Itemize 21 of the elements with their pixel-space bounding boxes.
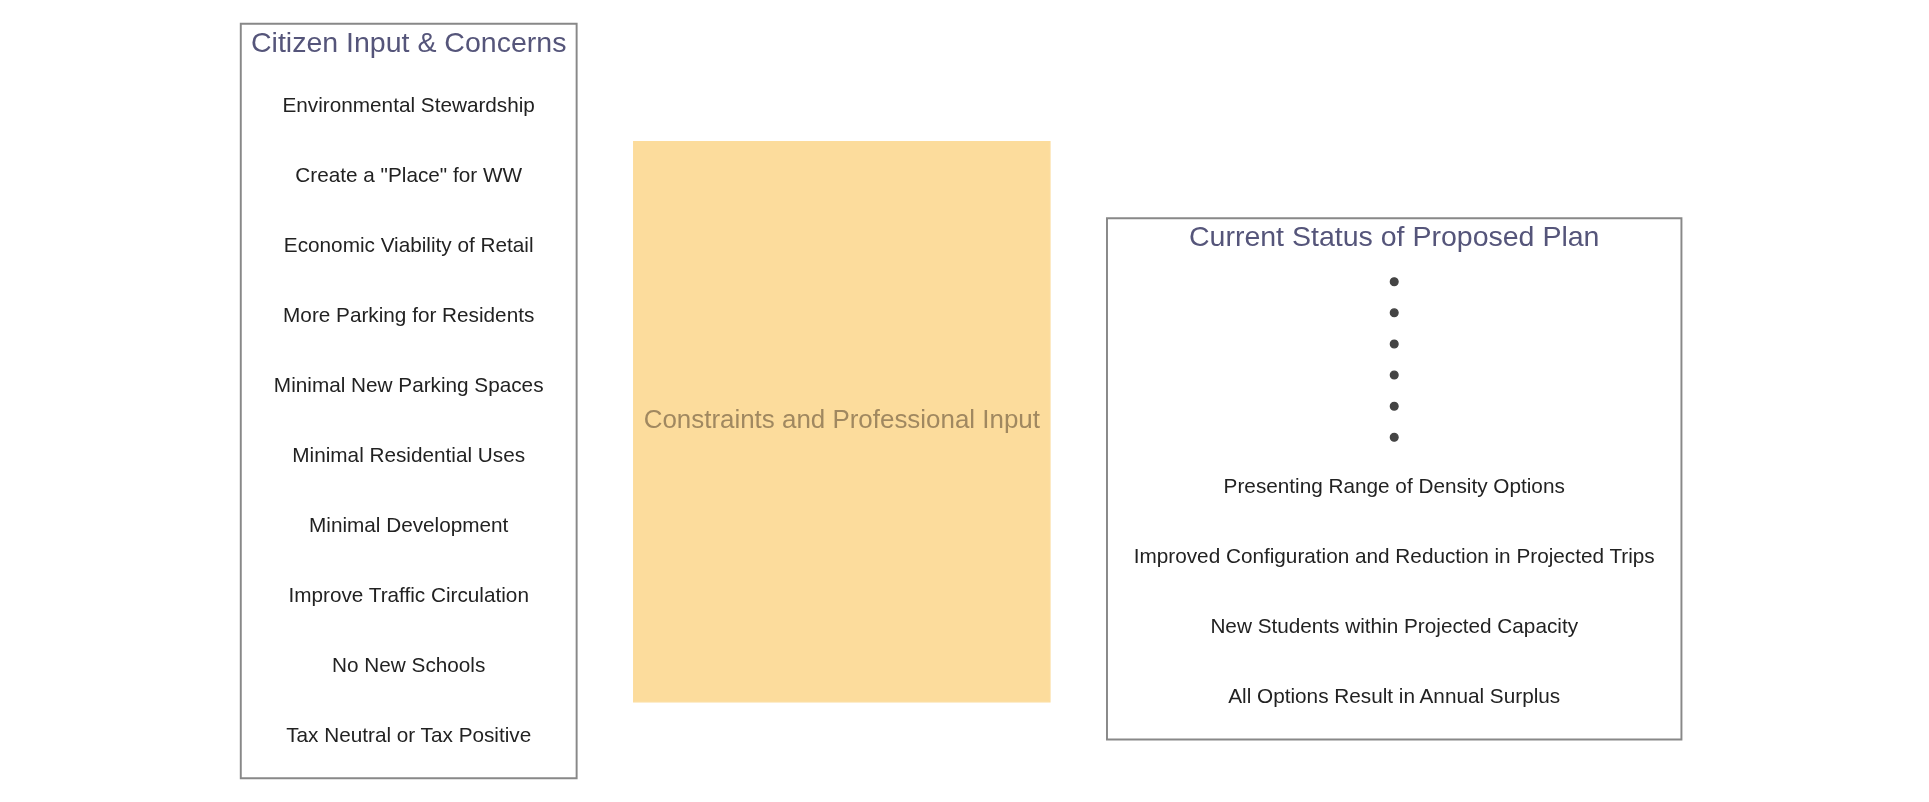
node-circle [1389, 401, 1399, 411]
node-text: Improve Traffic Circulation [287, 582, 529, 606]
node-text: Minimal Development [308, 512, 508, 536]
node-circle [1389, 308, 1399, 318]
node-box: Constraints and Professional Input [632, 141, 1051, 703]
node-text: All Options Result in Annual Surplus [1227, 683, 1560, 707]
node-circle [1389, 432, 1399, 442]
node-text: New Students within Projected Capacity [1209, 613, 1578, 637]
node-circle [1389, 339, 1399, 349]
node-circle [1389, 277, 1399, 287]
node-text: Minimal Residential Uses [291, 442, 525, 466]
node-text: No New Schools [331, 652, 485, 676]
node-text: Economic Viability of Retail [283, 232, 534, 256]
node-text: More Parking for Residents [282, 302, 534, 326]
node-text: Tax Neutral or Tax Positive [285, 722, 531, 746]
node-text: Improved Configuration and Reduction in Projected Trips [1133, 543, 1655, 567]
node-text: Presenting Range of Density Options [1223, 473, 1565, 497]
node-text: Minimal New Parking Spaces [273, 372, 544, 396]
node-circle [1389, 370, 1399, 380]
node-text: Environmental Stewardship [282, 92, 535, 116]
node-text: Create a "Place" for WW [294, 162, 522, 186]
